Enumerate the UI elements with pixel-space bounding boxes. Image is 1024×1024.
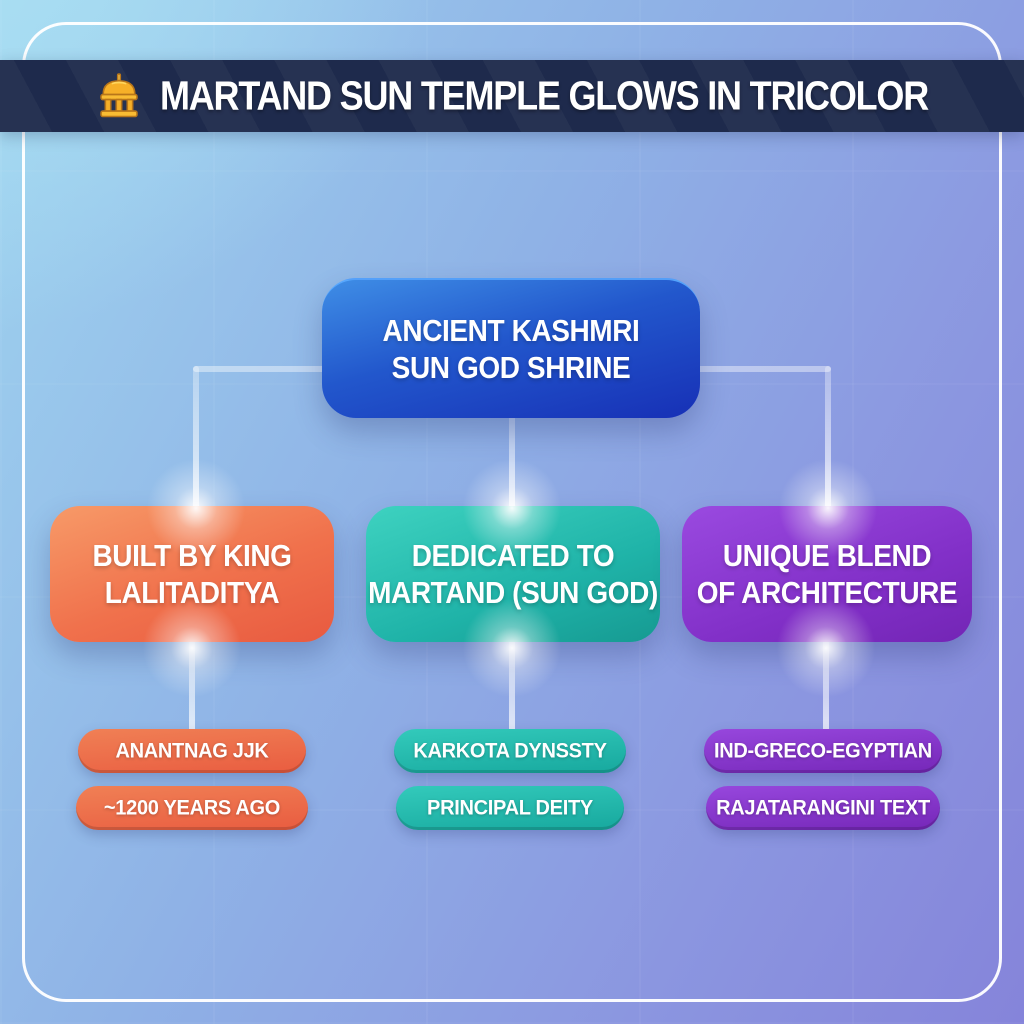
- page-title: MARTAND SUN TEMPLE GLOWS IN TRICOLOR: [159, 72, 929, 119]
- tag-pill-ind-greco-egyptian: IND-GRECO-EGYPTIAN: [704, 729, 942, 773]
- branch-label-line2: OF ARCHITECTURE: [696, 575, 958, 610]
- branch-label-line2: MARTAND (SUN GOD): [368, 575, 658, 610]
- tag-pill-years-ago: ~1200 YEARS AGO: [76, 786, 308, 830]
- branch-label-line1: BUILT BY KING: [92, 538, 292, 573]
- branch-label-line1: UNIQUE BLEND: [722, 538, 932, 573]
- connector-branch1-tags: [189, 640, 195, 732]
- connector-branch3-tags: [823, 640, 829, 732]
- branch-label-line1: DEDICATED TO: [411, 538, 615, 573]
- branch-node-built-by-king: BUILT BY KING LALITADITYA: [50, 506, 334, 642]
- root-node-label-line2: SUN GOD SHRINE: [391, 350, 631, 385]
- tag-pill-label: ~1200 YEARS AGO: [103, 795, 281, 820]
- tag-pill-anantnag: ANANTNAG JJK: [78, 729, 306, 773]
- tag-pill-rajatarangini-text: RAJATARANGINI TEXT: [706, 786, 940, 830]
- tag-pill-label: PRINCIPAL DEITY: [427, 795, 593, 820]
- hindu-temple-icon: [100, 73, 138, 118]
- tag-pill-label: IND-GRECO-EGYPTIAN: [714, 738, 932, 763]
- header-bar: MARTAND SUN TEMPLE GLOWS IN TRICOLOR: [0, 60, 1024, 132]
- connector-vertical-center: [509, 414, 515, 510]
- branch-node-dedicated-to-martand: DEDICATED TO MARTAND (SUN GOD): [366, 506, 660, 642]
- tag-pill-label: KARKOTA DYNSSTY: [413, 738, 607, 763]
- tag-pill-principal-deity: PRINCIPAL DEITY: [396, 786, 624, 830]
- tag-pill-karkota-dynasty: KARKOTA DYNSSTY: [394, 729, 626, 773]
- connector-vertical-left: [193, 366, 199, 510]
- tag-pill-label: RAJATARANGINI TEXT: [716, 795, 930, 820]
- tag-pill-label: ANANTNAG JJK: [115, 738, 269, 763]
- branch-label-line2: LALITADITYA: [104, 575, 280, 610]
- root-node: ANCIENT KASHMRI SUN GOD SHRINE: [322, 278, 700, 418]
- connector-branch2-tags: [509, 640, 515, 732]
- branch-node-unique-blend: UNIQUE BLEND OF ARCHITECTURE: [682, 506, 972, 642]
- root-node-label-line1: ANCIENT KASHMRI: [382, 313, 640, 348]
- connector-vertical-right: [825, 366, 831, 510]
